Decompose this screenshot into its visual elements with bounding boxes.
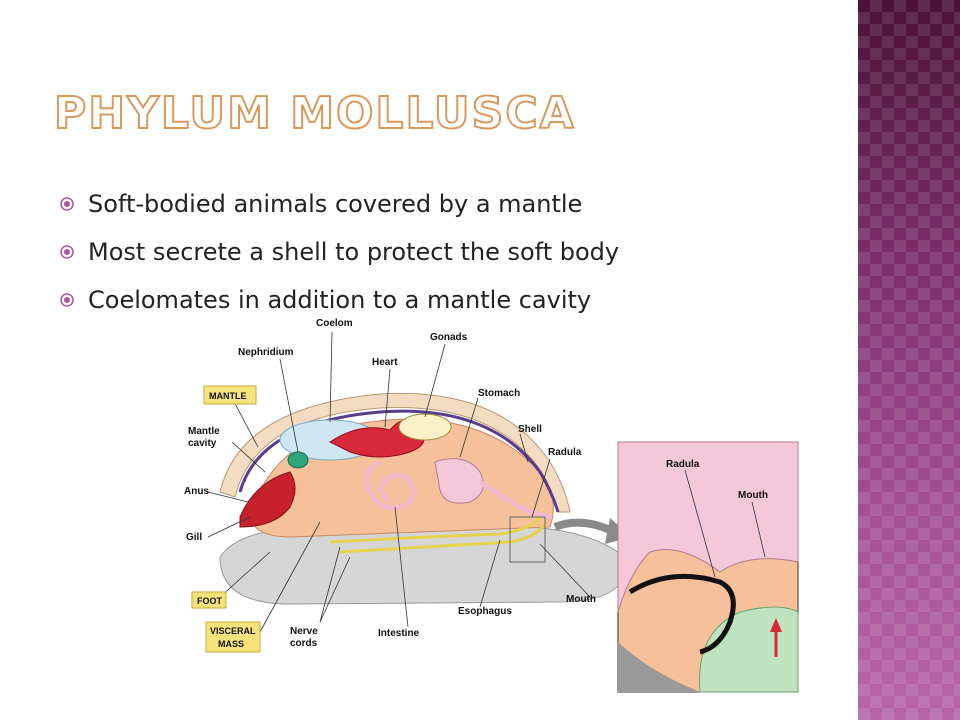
circle-dot-icon xyxy=(60,245,74,259)
intestine-coil xyxy=(364,459,416,511)
label-nerve-cords-2: cords xyxy=(290,638,318,649)
boxed-label-visceral-bg xyxy=(205,621,261,653)
bullet-text: Most secrete a shell to protect the soft… xyxy=(88,238,620,266)
label-mantle-cavity: Mantle xyxy=(188,426,220,437)
circle-dot-icon xyxy=(60,293,74,307)
shell-shape xyxy=(219,392,571,513)
label-stomach: Stomach xyxy=(478,388,520,399)
boxed-label-foot: FOOT xyxy=(197,596,222,606)
zoom-box xyxy=(509,516,546,563)
mantle-line xyxy=(238,409,560,513)
label-esophagus: Esophagus xyxy=(458,606,512,617)
label-gonads: Gonads xyxy=(430,332,468,343)
boxed-label-mantle-bg xyxy=(203,385,257,405)
bullet-item: Most secrete a shell to protect the soft… xyxy=(60,228,619,276)
inset-gray-tissue xyxy=(618,642,700,692)
nerve-cord xyxy=(329,516,542,544)
inset-radula xyxy=(628,573,736,655)
label-shell: Shell xyxy=(518,424,542,435)
gill-shape xyxy=(239,471,296,528)
circle-dot-icon xyxy=(60,197,74,211)
boxed-label-visceral-2: MASS xyxy=(218,639,244,649)
label-gill: Gill xyxy=(186,532,202,543)
intestine-tube xyxy=(478,479,553,520)
label-intestine: Intestine xyxy=(378,628,420,639)
label-inset-mouth: Mouth xyxy=(738,490,768,501)
mollusc-anatomy-diagram: Coelom Nephridium Heart Gonads Stomach S… xyxy=(184,318,799,693)
nerve-cord xyxy=(339,523,547,554)
stomach-shape xyxy=(434,458,484,504)
boxed-label-visceral: VISCERAL xyxy=(210,626,256,636)
label-mantle-cavity-2: cavity xyxy=(188,438,217,449)
label-mouth: Mouth xyxy=(566,594,596,605)
bullet-text: Coelomates in addition to a mantle cavit… xyxy=(88,286,592,314)
label-heart: Heart xyxy=(372,357,398,368)
bullet-list: Soft-bodied animals covered by a mantle … xyxy=(60,180,619,324)
gonads-shape xyxy=(398,413,452,441)
bullet-item: Soft-bodied animals covered by a mantle xyxy=(60,180,619,228)
inset-pink-tissue xyxy=(617,441,799,613)
boxed-label-mantle: MANTLE xyxy=(209,391,247,401)
slide-title: Phylum Mollusca xyxy=(53,88,576,139)
label-coelom: Coelom xyxy=(316,318,353,329)
decorative-side-band xyxy=(858,0,960,720)
boxed-label-foot-bg xyxy=(191,591,227,609)
curved-arrow-icon xyxy=(553,518,612,534)
label-inset-radula: Radula xyxy=(666,459,700,470)
bullet-item: Coelomates in addition to a mantle cavit… xyxy=(60,276,619,324)
leader-lines xyxy=(207,331,766,633)
label-anus: Anus xyxy=(184,486,209,497)
inset-arrow-head xyxy=(770,618,782,632)
label-nephridium: Nephridium xyxy=(238,347,294,358)
label-nerve-cords: Nerve xyxy=(290,626,318,637)
bullet-text: Soft-bodied animals covered by a mantle xyxy=(88,190,583,218)
label-radula: Radula xyxy=(548,447,582,458)
nephridium-shape xyxy=(287,451,309,469)
